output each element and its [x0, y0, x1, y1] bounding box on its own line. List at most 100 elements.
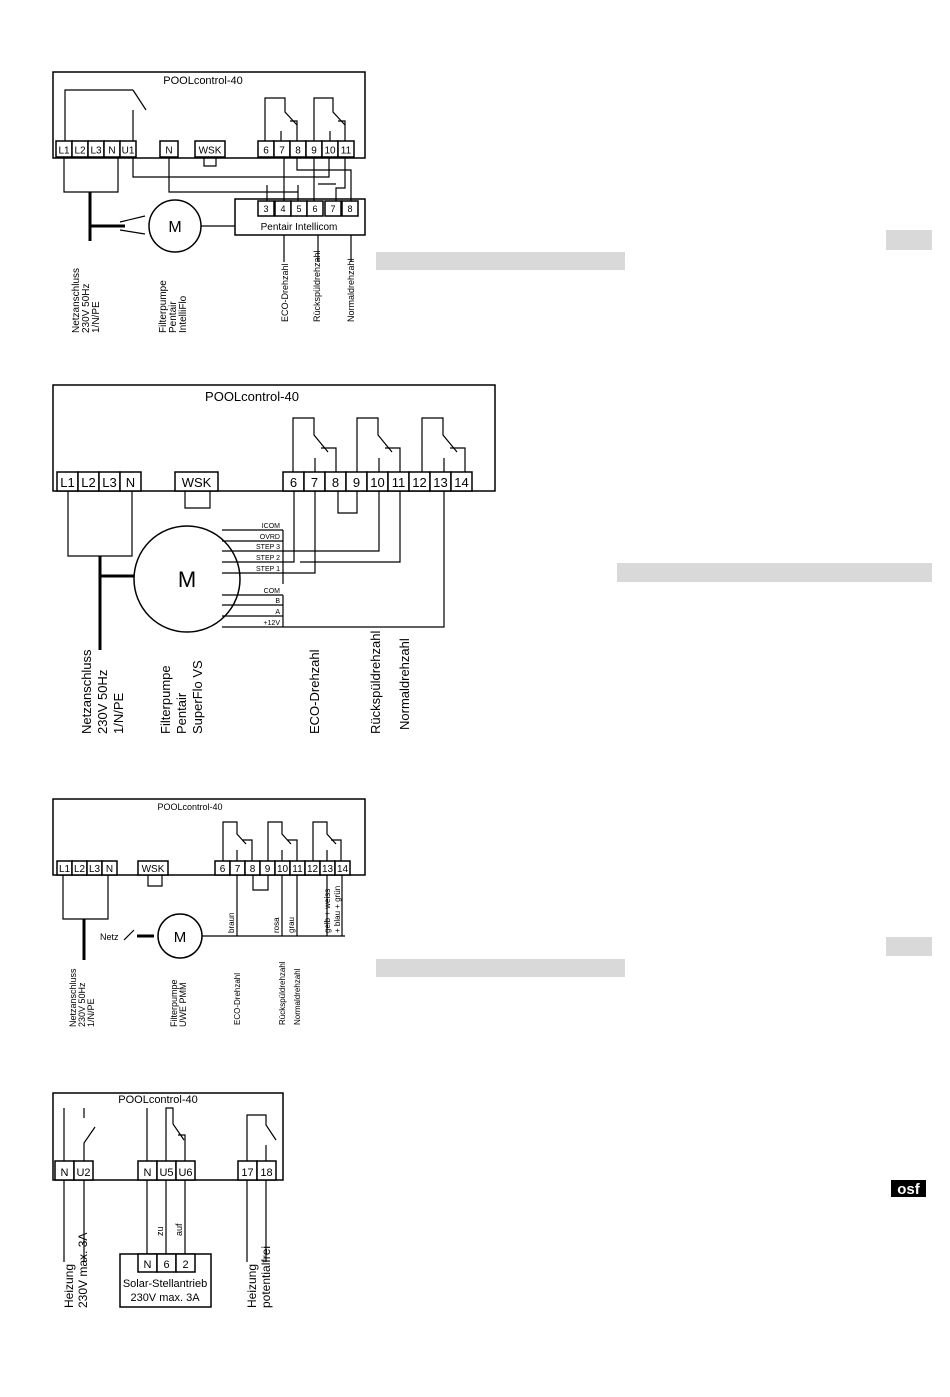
normal-label: Normaldrehzahl — [346, 258, 356, 322]
placeholder-bar — [376, 252, 625, 270]
terminal-label: 7 — [311, 475, 318, 490]
eco-label: ECO-Drehzahl — [280, 263, 290, 322]
terminal-label: WSK — [182, 475, 212, 490]
wire-label: OVRD — [260, 534, 280, 541]
placeholder-bar — [886, 230, 932, 250]
terminal-label: 3 — [263, 204, 268, 214]
controller-title: POOLcontrol-40 — [205, 389, 299, 404]
terminal-label: L1 — [60, 475, 74, 490]
terminal-label: 11 — [341, 145, 352, 156]
terminal-cell — [119, 471, 142, 492]
terminal-label: L2 — [74, 145, 86, 156]
terminal-label: 8 — [347, 204, 352, 214]
terminal-label: L3 — [102, 475, 116, 490]
motor-label: M — [178, 567, 196, 592]
heizung-label: Heizung — [62, 1264, 76, 1308]
terminal-label: U5 — [159, 1167, 173, 1179]
netz-label: 230V 50Hz — [81, 284, 92, 333]
rueck-label: Rückspüldrehzahl — [312, 250, 322, 322]
heizung-potentialfrei-label: Heizung — [245, 1264, 259, 1308]
terminal-label: 13 — [433, 475, 447, 490]
netz-label: Netzanschluss — [68, 968, 78, 1027]
terminal-cell — [257, 200, 275, 217]
terminal-label: N — [144, 1259, 152, 1271]
terminal-label: WSK — [142, 864, 165, 875]
terminal-label: 7 — [330, 204, 335, 214]
netz-label: Netzanschluss — [71, 268, 82, 333]
terminal-label: 6 — [163, 1259, 169, 1271]
terminal-label: 13 — [322, 864, 334, 875]
terminal-label: 8 — [250, 864, 256, 875]
wire-label: +12V — [263, 620, 280, 627]
terminal-cell — [119, 140, 137, 158]
pump-label: Filterpumpe — [169, 979, 179, 1027]
normal-label: Normaldrehzahl — [293, 968, 302, 1025]
terminal-label: 9 — [265, 864, 271, 875]
terminal-label: 8 — [332, 475, 339, 490]
wire-label: STEP 1 — [256, 566, 280, 573]
terminal-label: 2 — [182, 1259, 188, 1271]
terminal-label: 10 — [370, 475, 384, 490]
terminal-label: N — [108, 145, 115, 156]
terminal-label: 9 — [353, 475, 360, 490]
wire-label: COM — [264, 588, 281, 595]
terminal-label: N — [165, 145, 172, 156]
terminal-cell — [73, 1160, 94, 1181]
pump-label: Filterpumpe — [158, 280, 169, 333]
netz-label: 230V 50Hz — [95, 670, 110, 734]
terminal-label: U2 — [76, 1167, 90, 1179]
terminal-cell — [324, 200, 342, 217]
terminal-cell — [137, 860, 169, 876]
terminal-label: 6 — [263, 145, 269, 156]
terminal-label: 17 — [241, 1167, 253, 1179]
motor-symbol — [133, 525, 241, 633]
normal-label: Normaldrehzahl — [397, 638, 412, 730]
placeholder-bar — [617, 563, 932, 582]
terminal-label: 10 — [277, 864, 289, 875]
motor-label: M — [174, 929, 187, 946]
terminal-label: N — [126, 475, 135, 490]
terminal-cell — [159, 140, 179, 158]
terminal-cell — [450, 471, 473, 492]
terminal-cell — [174, 471, 219, 492]
terminal-cell — [334, 860, 351, 876]
heizung-label: 230V max. 3A — [76, 1233, 90, 1308]
actuator-label: Solar-Stellantrieb — [123, 1278, 207, 1290]
intellicom-label: Pentair Intellicom — [261, 222, 338, 233]
terminal-label: WSK — [199, 145, 222, 156]
terminal-cell — [306, 200, 324, 217]
terminal-label: 11 — [292, 864, 303, 875]
terminal-label: N — [144, 1167, 152, 1179]
terminal-label: 4 — [280, 204, 285, 214]
terminal-label: L3 — [89, 864, 101, 875]
controller-title: POOLcontrol-40 — [157, 802, 222, 812]
netz-switch-label: Netz — [100, 932, 119, 942]
eco-label: ECO-Drehzahl — [307, 649, 322, 734]
terminal-label: 14 — [454, 475, 468, 490]
netz-label: 1/N/PE — [86, 998, 96, 1027]
pump-label: Pentair — [168, 301, 179, 333]
terminal-label: L1 — [59, 864, 71, 875]
rueck-label: Rückspüldrehzahl — [368, 631, 383, 734]
terminal-label: U6 — [178, 1167, 192, 1179]
netz-label: 1/N/PE — [91, 301, 102, 333]
wire-color-label: + blau + grün — [333, 886, 342, 933]
terminal-label: 6 — [312, 204, 317, 214]
controller-title: POOLcontrol-40 — [163, 75, 242, 87]
terminal-cell — [175, 1160, 196, 1181]
wire-label: STEP 2 — [256, 555, 280, 562]
netz-label: 1/N/PE — [111, 692, 126, 734]
terminal-cell — [337, 140, 355, 158]
placeholder-bar — [886, 937, 932, 956]
terminal-label: 6 — [290, 475, 297, 490]
pump-label: UWE PMM — [178, 983, 188, 1028]
